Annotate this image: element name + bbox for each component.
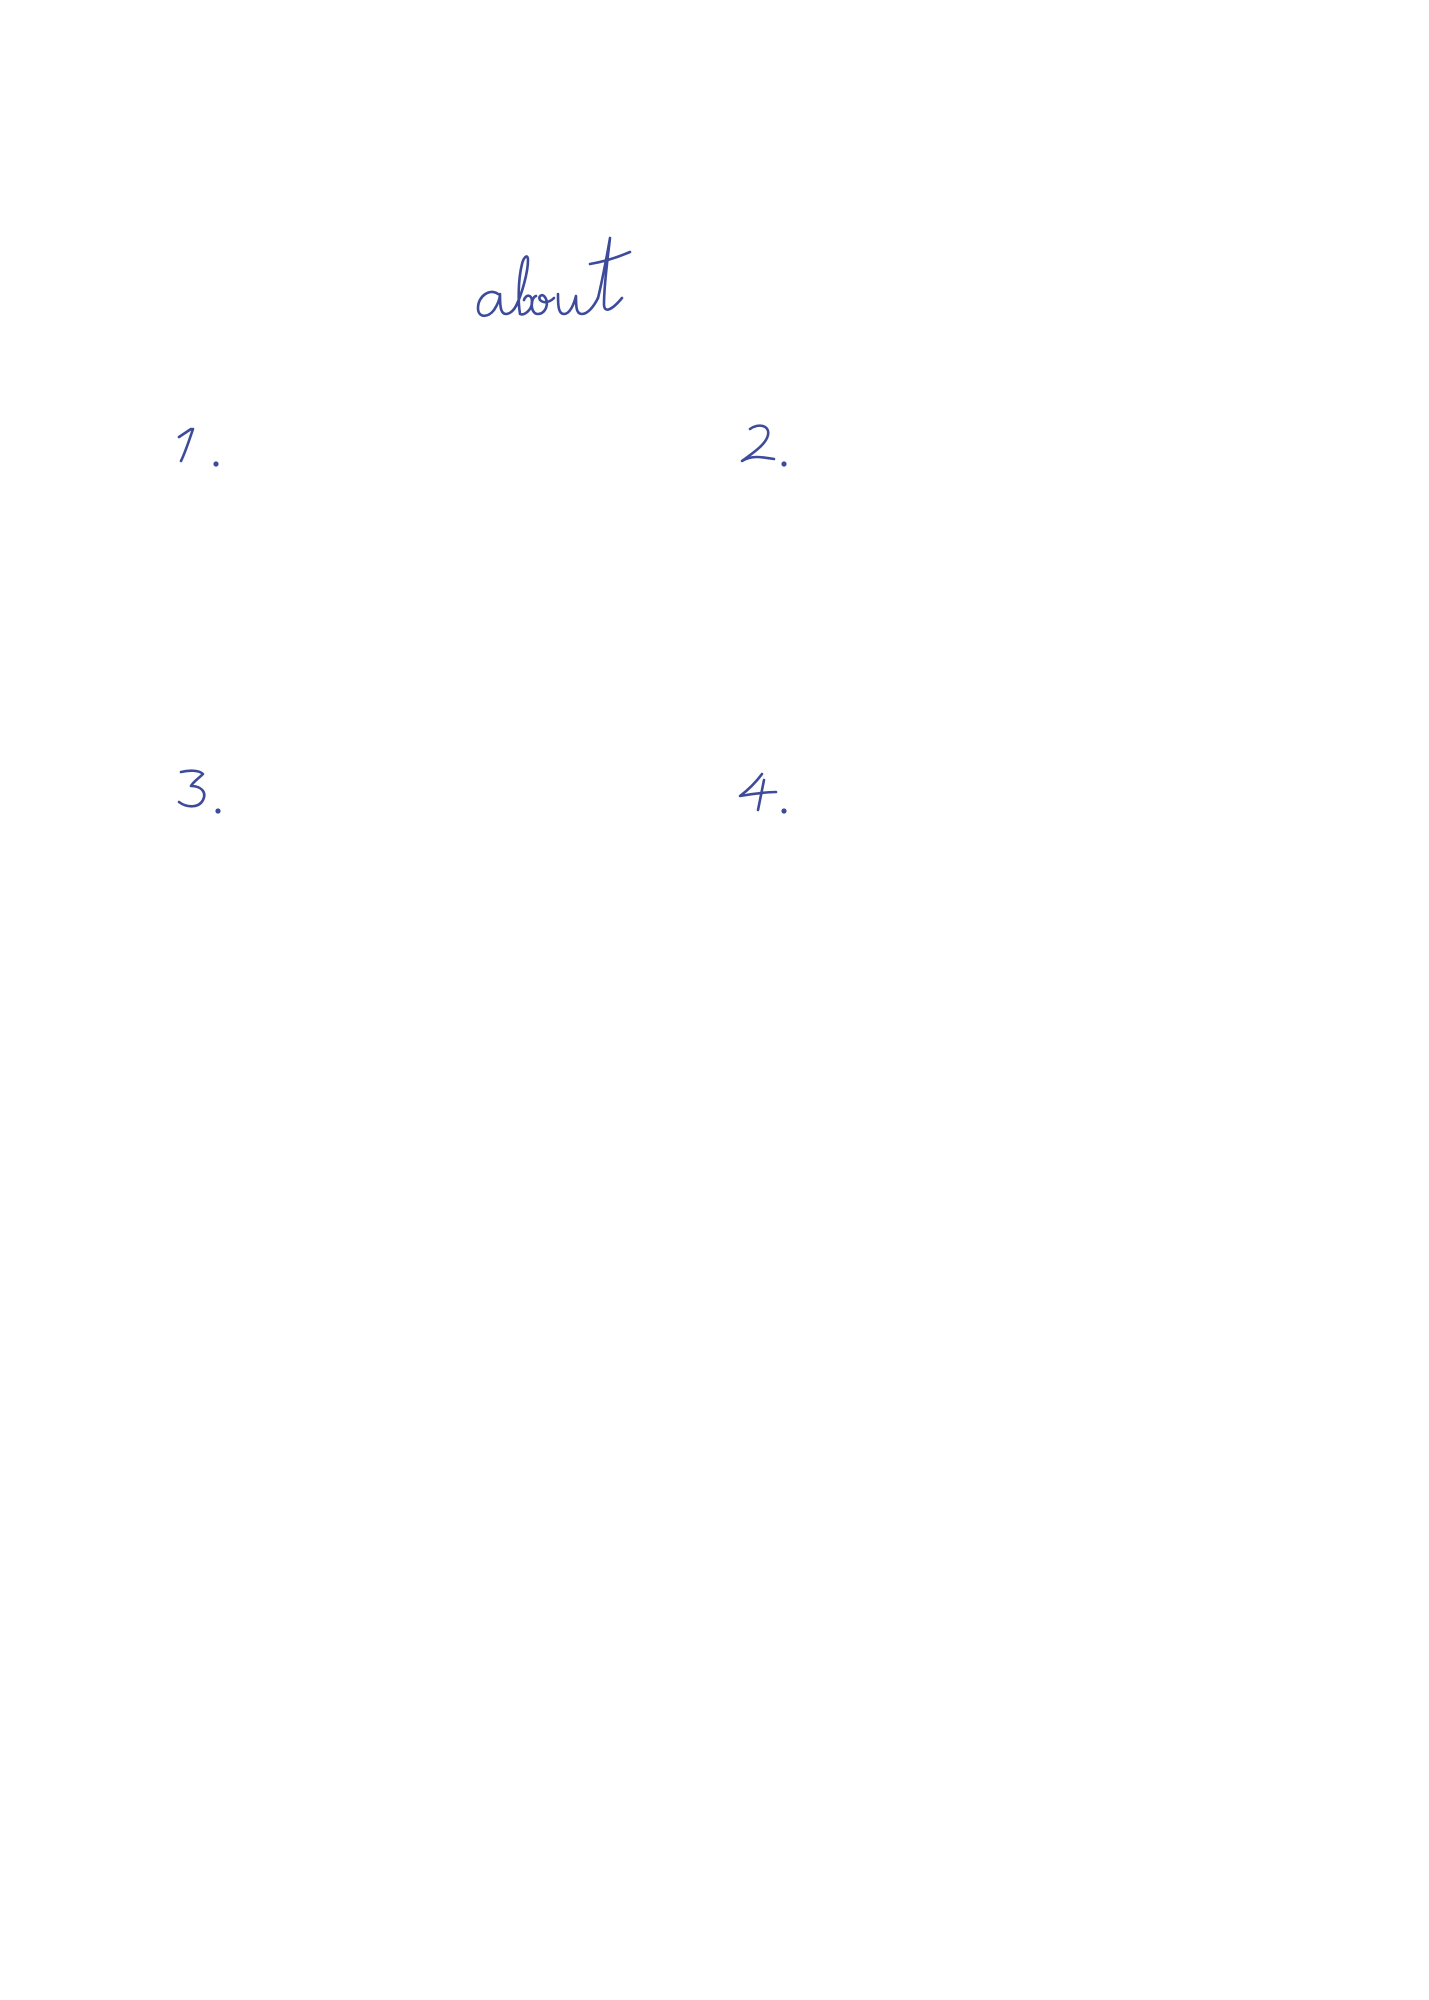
- title-strokes: [476, 236, 632, 318]
- page-title-text: about: [470, 222, 473, 223]
- handwritten-title-about: [476, 236, 632, 318]
- section-number-3: 3.: [175, 762, 235, 832]
- section-number-1: 1.: [175, 415, 235, 485]
- handwritten-number-1: [177, 427, 219, 467]
- handwritten-number-4: [738, 772, 787, 814]
- page-title: about: [470, 222, 680, 332]
- handwritten-number-3: [177, 769, 221, 814]
- section-number-3-text: 3.: [175, 762, 176, 763]
- section-number-4-text: 4.: [738, 762, 739, 763]
- handwritten-number-2: [740, 424, 787, 467]
- section-number-4: 4.: [738, 762, 798, 832]
- section-number-1-text: 1.: [175, 415, 176, 416]
- section-number-2: 2.: [738, 415, 798, 485]
- section-number-2-text: 2.: [738, 415, 739, 416]
